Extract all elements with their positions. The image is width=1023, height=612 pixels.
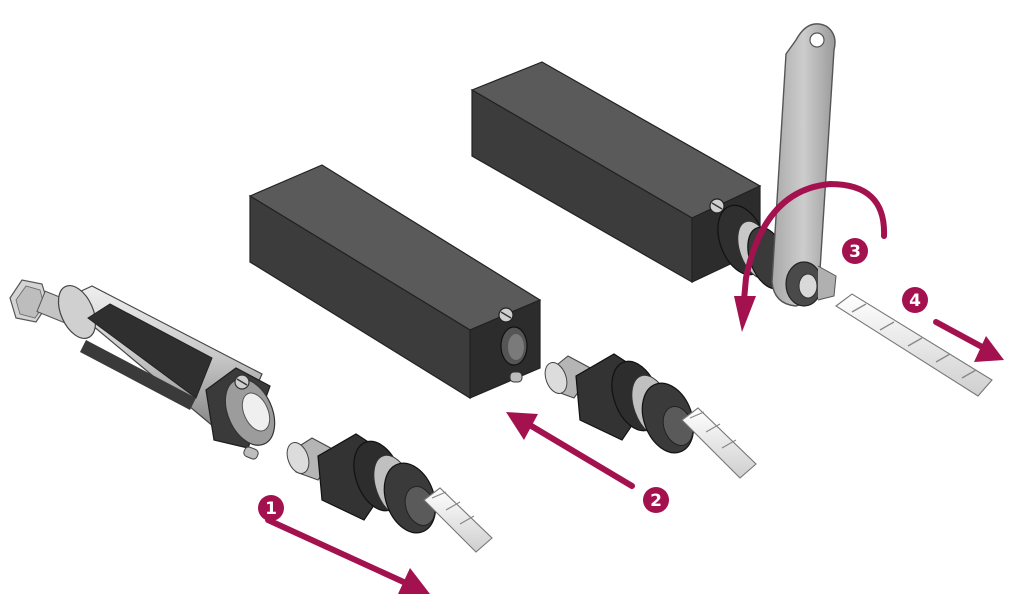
arrow-step-1 <box>265 517 430 594</box>
collet-with-drill-front <box>286 433 493 553</box>
step-badge-1: 1 <box>258 495 284 521</box>
step-badge-2: 2 <box>643 487 669 513</box>
arrow-step-2 <box>506 412 635 489</box>
wrench-lever <box>771 23 837 307</box>
cylinder-tool-holder <box>9 279 276 460</box>
drill-bit-removed <box>835 293 993 397</box>
step-badge-4: 4 <box>902 287 928 313</box>
arrow-step-4 <box>933 319 1004 362</box>
step-label-3: 3 <box>849 242 861 262</box>
step-label-1: 1 <box>265 499 277 519</box>
cylinder-body <box>57 285 276 460</box>
step-label-4: 4 <box>909 291 921 311</box>
step-badge-3: 3 <box>842 238 868 264</box>
square-housing-back <box>470 61 789 290</box>
square-housing-middle <box>248 164 542 400</box>
step-label-2: 2 <box>650 491 662 511</box>
collet-with-drill-middle <box>544 353 757 479</box>
arrow-step-3-rotate <box>734 180 888 332</box>
